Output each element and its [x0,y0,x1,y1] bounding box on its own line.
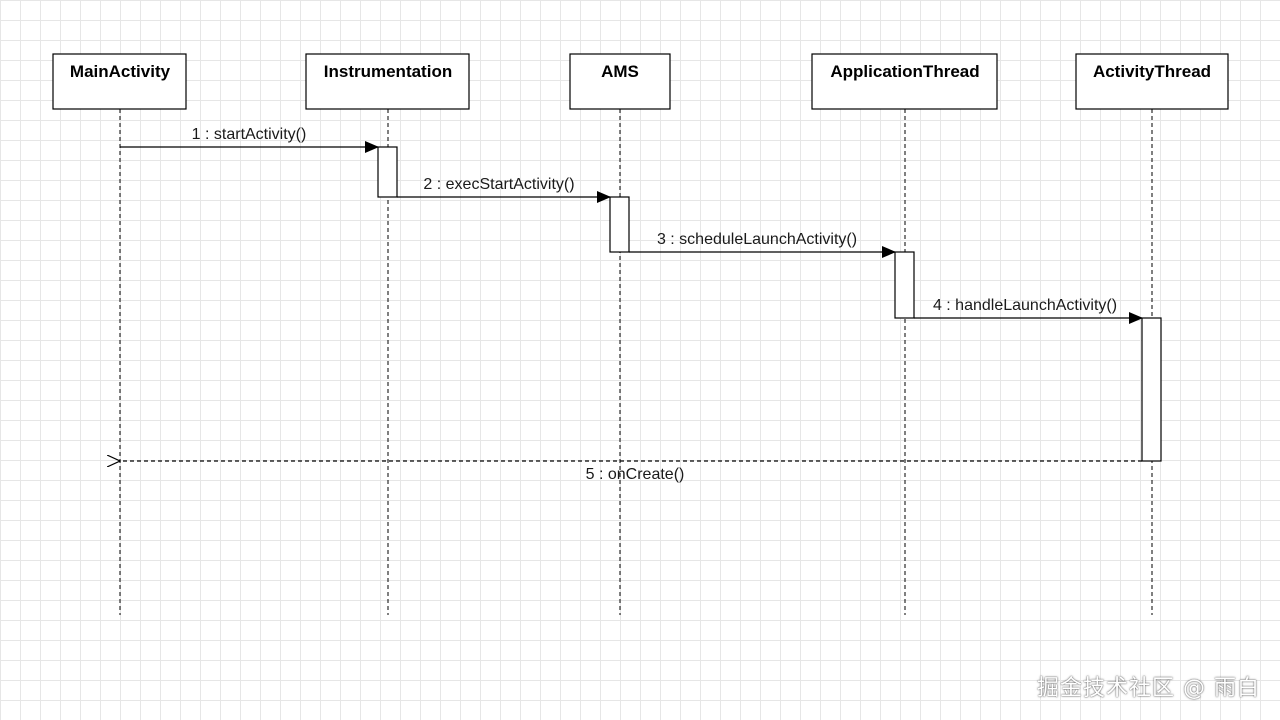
participant-label: MainActivity [70,62,171,81]
participant-label: AMS [601,62,639,81]
participant-application-thread[interactable]: ApplicationThread [811,53,998,110]
participant-box [1075,53,1229,110]
message-label: 5 : onCreate() [586,466,685,483]
activation-instrumentation [377,146,398,198]
participant-box [811,53,998,110]
message-4[interactable]: 4 : handleLaunchActivity() [914,297,1143,324]
participant-box [569,53,671,110]
participant-label: Instrumentation [324,62,452,81]
participant-instrumentation[interactable]: Instrumentation [305,53,470,110]
participant-box [52,53,187,110]
activation-activity-thread [1141,317,1162,462]
participant-label: ActivityThread [1093,62,1211,81]
message-5-return[interactable]: 5 : onCreate() [120,461,1142,483]
participant-activity-thread[interactable]: ActivityThread [1075,53,1229,110]
message-label: 4 : handleLaunchActivity() [933,297,1117,314]
activations [377,146,1162,462]
message-3[interactable]: 3 : scheduleLaunchActivity() [629,231,896,258]
participant-main-activity[interactable]: MainActivity [52,53,187,110]
messages: 1 : startActivity() 2 : execStartActivit… [120,126,1143,483]
message-1[interactable]: 1 : startActivity() [120,126,379,153]
participants: MainActivity Instrumentation AMS Applica… [52,53,1229,110]
participant-ams[interactable]: AMS [569,53,671,110]
participant-box [305,53,470,110]
message-label: 1 : startActivity() [192,126,307,143]
message-label: 2 : execStartActivity() [423,176,574,193]
activation-application-thread [894,251,915,319]
activation-ams [609,196,630,253]
lifelines [119,109,1153,615]
watermark-text: 掘金技术社区 @ 雨白 [1037,676,1260,701]
message-2[interactable]: 2 : execStartActivity() [397,176,611,203]
message-label: 3 : scheduleLaunchActivity() [657,231,857,248]
participant-label: ApplicationThread [830,62,979,81]
